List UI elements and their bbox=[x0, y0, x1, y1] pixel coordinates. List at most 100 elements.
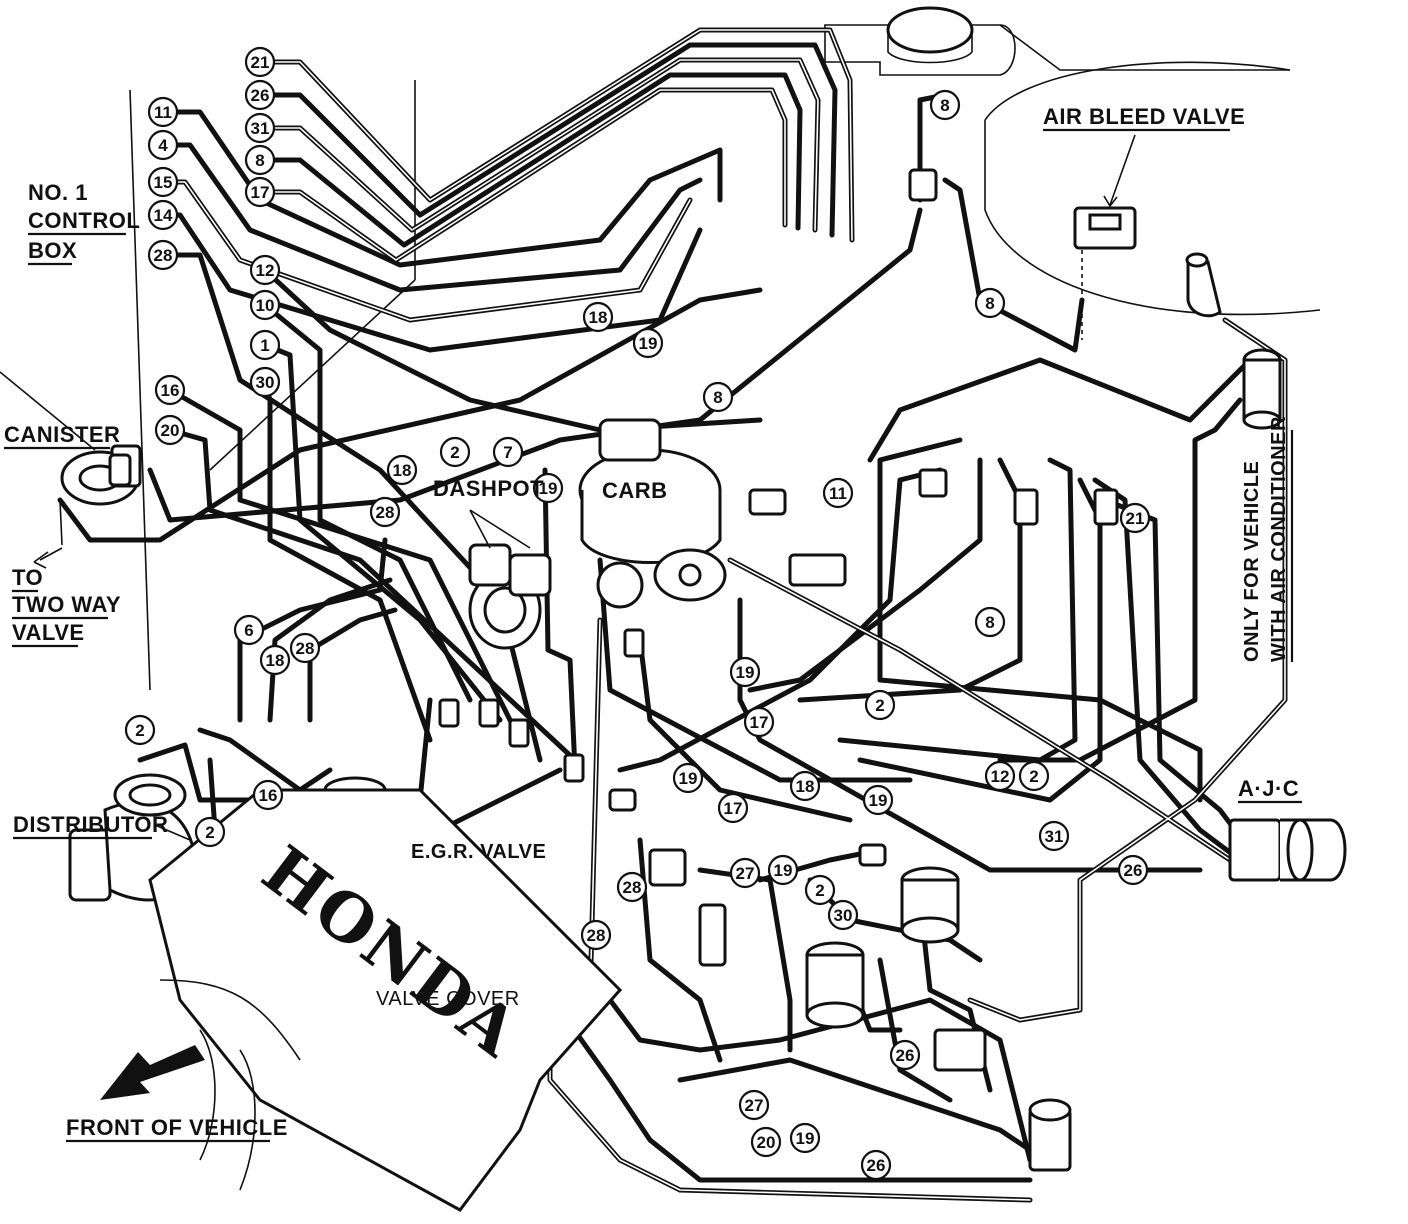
carburetor bbox=[578, 418, 847, 609]
hose-tag: 8 bbox=[244, 144, 276, 176]
svg-text:30: 30 bbox=[256, 373, 275, 392]
hose-tag: 18 bbox=[386, 454, 418, 486]
hose-tag: 15 bbox=[147, 166, 179, 198]
distributor-label: DISTRIBUTOR bbox=[13, 812, 168, 837]
svg-text:26: 26 bbox=[1124, 861, 1143, 880]
connector-tees bbox=[108, 168, 1119, 783]
solenoid-valves bbox=[608, 788, 1072, 1172]
svg-text:4: 4 bbox=[158, 136, 168, 155]
ajc-label: A·J·C bbox=[1238, 776, 1299, 801]
svg-text:31: 31 bbox=[1045, 827, 1064, 846]
hose-tag: 16 bbox=[252, 779, 284, 811]
hose-tag: 28 bbox=[147, 239, 179, 271]
svg-text:28: 28 bbox=[587, 926, 606, 945]
svg-text:28: 28 bbox=[154, 246, 173, 265]
svg-text:8: 8 bbox=[940, 96, 949, 115]
valve-cover bbox=[148, 788, 623, 1212]
svg-text:15: 15 bbox=[154, 173, 173, 192]
two-way-valve-label-line1: TO bbox=[12, 565, 43, 590]
svg-text:28: 28 bbox=[376, 503, 395, 522]
canister-label: CANISTER bbox=[4, 422, 120, 447]
svg-text:6: 6 bbox=[244, 621, 253, 640]
carb-label: CARB bbox=[602, 478, 668, 503]
hose-tag: 11 bbox=[822, 477, 854, 509]
svg-text:19: 19 bbox=[539, 479, 558, 498]
ajc-unit bbox=[1228, 818, 1347, 882]
svg-text:20: 20 bbox=[757, 1133, 776, 1152]
hose-tag: 2 bbox=[194, 816, 226, 848]
svg-text:8: 8 bbox=[713, 388, 722, 407]
hose-tag: 21 bbox=[244, 46, 276, 78]
hose-tag: 28 bbox=[616, 871, 648, 903]
svg-text:20: 20 bbox=[161, 421, 180, 440]
front-arrow bbox=[100, 1045, 205, 1100]
hose-tag: 2 bbox=[1018, 760, 1050, 792]
hose-tag: 27 bbox=[738, 1089, 770, 1121]
svg-text:8: 8 bbox=[985, 613, 994, 632]
svg-text:12: 12 bbox=[256, 261, 275, 280]
hose-tag: 19 bbox=[789, 1122, 821, 1154]
hose-tag: 7 bbox=[492, 436, 524, 468]
hose-tag: 30 bbox=[827, 899, 859, 931]
svg-text:2: 2 bbox=[205, 823, 214, 842]
control-box-label-line1: NO. 1 bbox=[28, 180, 88, 205]
ac-note-line2: WITH AIR CONDITIONER bbox=[1268, 416, 1290, 662]
svg-text:19: 19 bbox=[869, 791, 888, 810]
snorkel-tube bbox=[1185, 252, 1222, 318]
svg-text:2: 2 bbox=[815, 881, 824, 900]
svg-text:18: 18 bbox=[393, 461, 412, 480]
svg-text:17: 17 bbox=[750, 713, 769, 732]
svg-text:19: 19 bbox=[736, 663, 755, 682]
hose-tag: 31 bbox=[1038, 820, 1070, 852]
valve-cover-label: VALVE COVER bbox=[376, 988, 520, 1010]
svg-text:2: 2 bbox=[1029, 767, 1038, 786]
hose-tag: 28 bbox=[289, 632, 321, 664]
hose-tag: 26 bbox=[860, 1149, 892, 1181]
svg-text:19: 19 bbox=[679, 769, 698, 788]
hose-tag: 21 bbox=[1119, 502, 1151, 534]
hose-tag: 17 bbox=[717, 792, 749, 824]
air-cleaner bbox=[824, 6, 1321, 316]
hose-tag: 18 bbox=[259, 644, 291, 676]
two-way-valve-label-line3: VALVE bbox=[12, 620, 85, 645]
hose-tag: 26 bbox=[1117, 854, 1149, 886]
svg-text:28: 28 bbox=[623, 878, 642, 897]
svg-text:26: 26 bbox=[896, 1046, 915, 1065]
svg-text:12: 12 bbox=[991, 767, 1010, 786]
svg-text:18: 18 bbox=[589, 308, 608, 327]
hose-tag: 2 bbox=[804, 874, 836, 906]
dashpot bbox=[468, 509, 552, 650]
hose-tag: 12 bbox=[984, 760, 1016, 792]
hose-tag: 12 bbox=[249, 254, 281, 286]
egr-valve-label: E.G.R. VALVE bbox=[411, 841, 546, 863]
hose-tag: 10 bbox=[249, 289, 281, 321]
svg-text:16: 16 bbox=[161, 381, 180, 400]
hose-tag: 19 bbox=[729, 656, 761, 688]
hose-tag: 28 bbox=[369, 496, 401, 528]
svg-text:11: 11 bbox=[154, 103, 172, 122]
hose-tag: 2 bbox=[439, 436, 471, 468]
hose-tag: 26 bbox=[889, 1039, 921, 1071]
hose-tag: 2 bbox=[864, 689, 896, 721]
svg-text:1: 1 bbox=[260, 336, 269, 355]
hose-tag: 8 bbox=[974, 287, 1006, 319]
svg-text:10: 10 bbox=[256, 296, 275, 315]
hose-tag: 18 bbox=[582, 301, 614, 333]
svg-text:17: 17 bbox=[251, 183, 270, 202]
hose-tag: 8 bbox=[929, 89, 961, 121]
svg-text:27: 27 bbox=[736, 864, 755, 883]
two-way-valve-label-line2: TWO WAY bbox=[12, 592, 121, 617]
dashpot-label: DASHPOT bbox=[433, 476, 544, 501]
svg-text:31: 31 bbox=[251, 119, 270, 138]
svg-text:17: 17 bbox=[724, 799, 743, 818]
svg-text:11: 11 bbox=[829, 484, 847, 503]
hose-tag: 19 bbox=[632, 327, 664, 359]
hose-tag: 2 bbox=[124, 714, 156, 746]
hose-tag: 17 bbox=[244, 176, 276, 208]
svg-text:28: 28 bbox=[296, 639, 315, 658]
svg-text:2: 2 bbox=[135, 721, 144, 740]
hose-tags: 21 26 31 8 17 11 4 15 14 28 12 10 1 30 1… bbox=[124, 46, 1151, 1181]
hose-tag: 19 bbox=[532, 472, 564, 504]
hose-tag: 11 bbox=[147, 96, 179, 128]
